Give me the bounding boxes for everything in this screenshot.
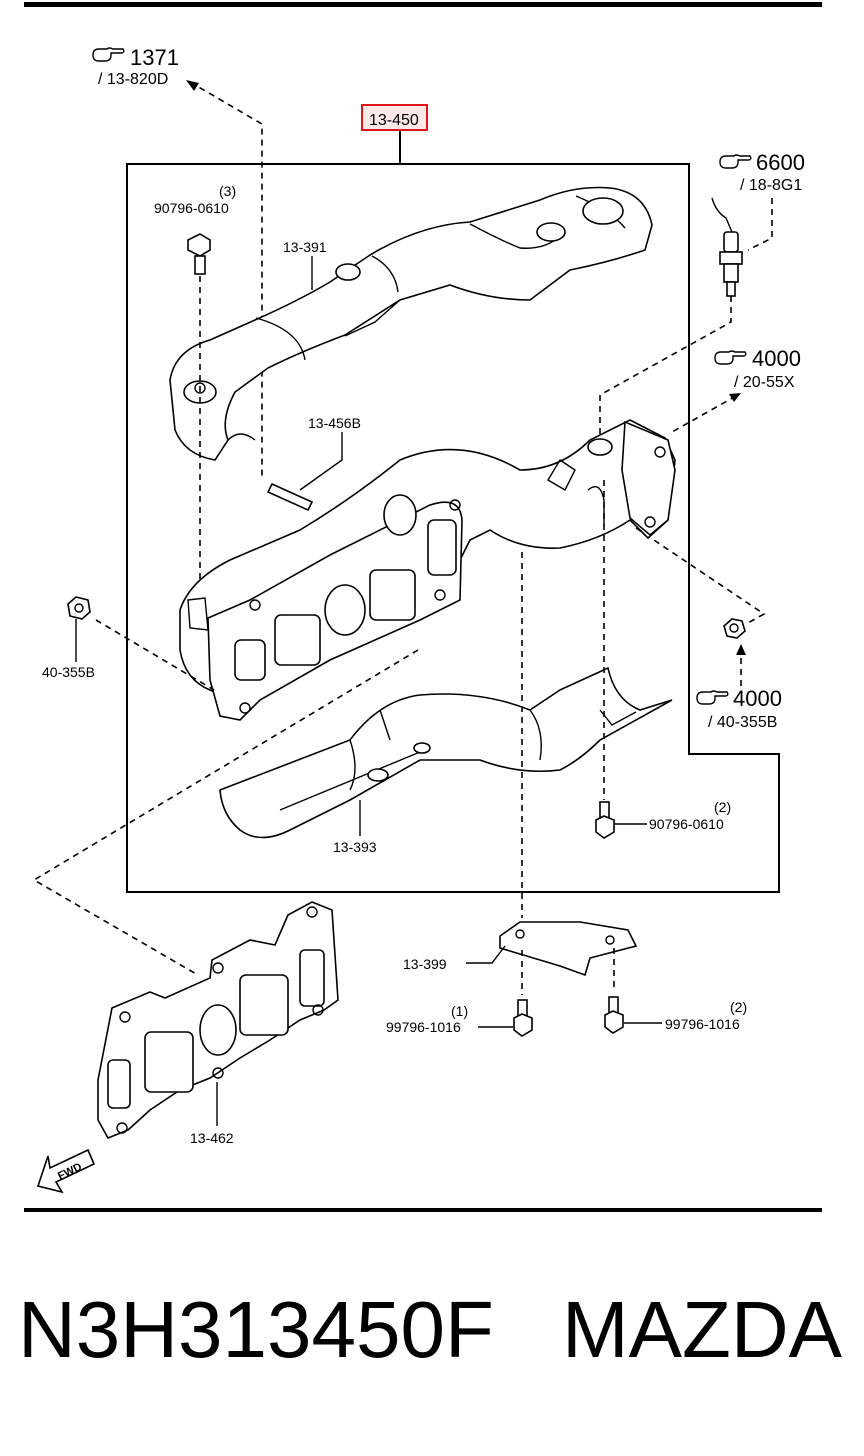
part-number: N3H313450F (18, 1285, 494, 1374)
flange-nut-left[interactable] (67, 596, 91, 620)
callout-99796-1016-left[interactable]: 99796-1016 (386, 1019, 461, 1035)
callout-13-450-label: 13-450 (369, 112, 419, 129)
callout-99796-1016-left-qty: (1) (451, 1003, 468, 1019)
reference-1371-sub: / 13-820D (98, 71, 168, 88)
callout-13-393[interactable]: 13-393 (333, 839, 377, 855)
assembly-boundary (126, 163, 780, 893)
bolt-lower[interactable] (595, 801, 615, 839)
pointing-hand-icon (714, 350, 747, 365)
reference-4000-sub: / 20-55X (734, 374, 795, 391)
bottom-rule (24, 1208, 822, 1212)
callout-90796-0610-upper[interactable]: 90796-0610 (154, 200, 229, 216)
bolt-upper[interactable] (187, 233, 211, 275)
leader-4000-a (671, 395, 737, 433)
callout-13-391[interactable]: 13-391 (283, 239, 327, 255)
callout-13-399[interactable]: 13-399 (403, 956, 447, 972)
arrowhead-1371 (186, 80, 199, 91)
top-rule (24, 2, 822, 7)
bracket-bolt-right[interactable] (604, 996, 624, 1034)
leader-nut-right (635, 527, 766, 625)
oxygen-sensor[interactable] (711, 197, 743, 297)
reference-6600[interactable]: 6600 / 18-8G1 (719, 150, 805, 194)
callout-40-355b[interactable]: 40-355B (42, 664, 95, 680)
reference-6600-num: 6600 (756, 150, 805, 175)
reference-6600-sub: / 18-8G1 (740, 177, 802, 194)
leader-13-399 (466, 945, 506, 964)
exhaust-manifold[interactable] (179, 419, 676, 721)
heat-insulator-upper[interactable] (169, 186, 653, 461)
reference-1371[interactable]: 1371 / 13-820D (92, 45, 179, 88)
callout-90796-0610-upper-qty: (3) (219, 183, 236, 199)
reference-1371-num: 1371 (130, 45, 179, 70)
arrowhead-4000-b (736, 644, 746, 655)
callout-99796-1016-right-qty: (2) (730, 999, 747, 1015)
flange-nut-right[interactable] (723, 618, 746, 639)
highlight-box (361, 104, 428, 131)
reference-4000-40-355b[interactable]: 4000 / 40-355B (696, 686, 782, 731)
callout-99796-1016-right[interactable]: 99796-1016 (665, 1016, 740, 1032)
arrowhead-4000-a (729, 393, 741, 402)
reference-4000-20-55x[interactable]: 4000 / 20-55X (714, 346, 801, 391)
pointing-hand-icon (719, 154, 752, 169)
callout-13-456b[interactable]: 13-456B (308, 415, 361, 431)
reference-4000-num: 4000 (752, 346, 801, 371)
pointing-hand-icon (92, 47, 125, 62)
leader-nut-left (95, 619, 215, 691)
heat-insulator-lower[interactable] (219, 666, 673, 839)
leader-6600-down (599, 296, 732, 440)
bracket-bolt-left[interactable] (513, 999, 533, 1037)
callout-13-450[interactable]: 13-450 (361, 104, 428, 131)
leader-6600 (747, 198, 773, 251)
pointing-hand-icon (696, 690, 729, 705)
gasket[interactable] (97, 901, 339, 1140)
callout-13-462[interactable]: 13-462 (190, 1130, 234, 1146)
reference-4000b-num: 4000 (733, 686, 782, 711)
stud[interactable] (266, 482, 314, 512)
callout-90796-0610-lower-qty: (2) (714, 799, 731, 815)
fwd-arrow-icon: FWD (36, 1148, 96, 1194)
brand-name: MAZDA (562, 1285, 842, 1374)
bracket[interactable] (499, 921, 638, 977)
leader-gasket (32, 649, 419, 976)
leader-13-456b (299, 432, 343, 491)
callout-90796-0610-lower[interactable]: 90796-0610 (649, 816, 724, 832)
reference-4000b-sub: / 40-355B (708, 714, 777, 731)
